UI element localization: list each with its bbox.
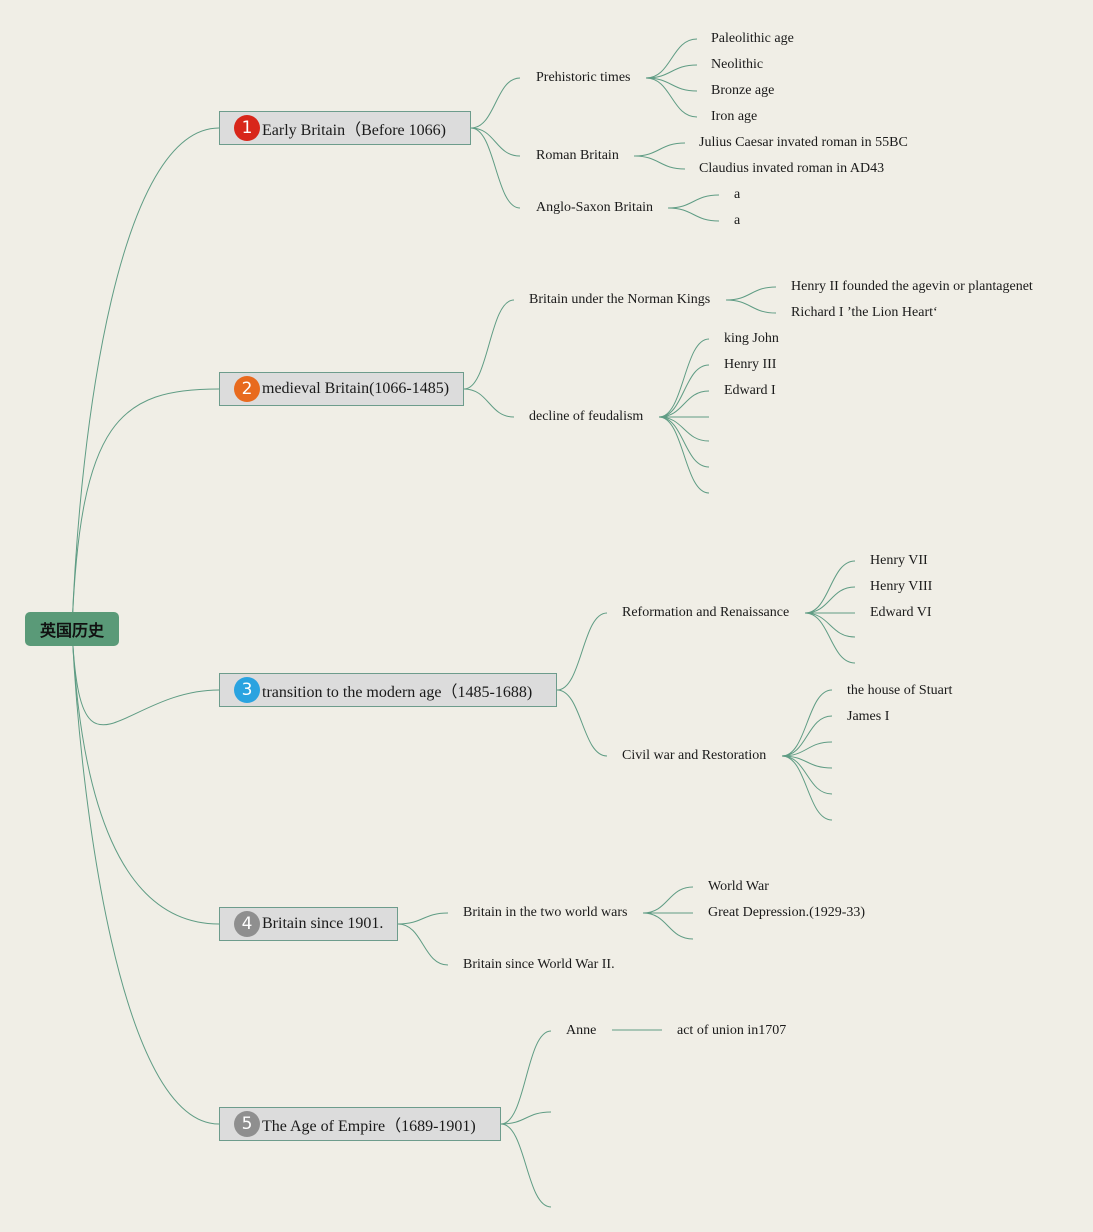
number-badge-icon: 2	[234, 376, 260, 402]
subtopic-roman-britain[interactable]: Roman Britain	[536, 148, 619, 163]
branch-connector-line	[463, 388, 515, 418]
leaf-connector-line	[781, 715, 833, 757]
branch-medieval-britain[interactable]: 2 medieval Britain(1066-1485)	[219, 372, 464, 406]
leaf-connector-line	[658, 390, 710, 418]
leaf-connector-line	[781, 689, 833, 757]
leaf-great-depression[interactable]: Great Depression.(1929-33)	[708, 905, 866, 920]
leaf-neolithic[interactable]: Neolithic	[711, 57, 764, 72]
branch-connector-line	[397, 923, 449, 966]
branch-label: Britain since 1901.	[262, 915, 384, 932]
number-badge-icon: 1	[234, 115, 260, 141]
subtopic-anglo-saxon-britain[interactable]: Anglo-Saxon Britain	[536, 200, 654, 215]
branch-label: medieval Britain(1066-1485)	[262, 380, 450, 397]
root-label: 英国历史	[39, 621, 104, 640]
leaf-connector-line	[645, 77, 698, 118]
leaf-a-2[interactable]: a	[734, 213, 741, 228]
leaf-connector-line	[781, 755, 833, 821]
subtopic-norman-kings[interactable]: Britain under the Norman Kings	[529, 292, 711, 307]
subtopic-civil-war-restoration[interactable]: Civil war and Restoration	[622, 748, 767, 763]
leaf-connector-line	[645, 38, 698, 79]
number-badge-icon: 3	[234, 677, 260, 703]
root-connector-line	[71, 127, 220, 630]
branch-connector-line	[470, 77, 521, 129]
leaf-julius-caesar[interactable]: Julius Caesar invated roman in 55BC	[699, 135, 908, 150]
branch-connector-line	[556, 612, 608, 691]
leaf-connector-line	[667, 194, 720, 209]
subtopic-decline-of-feudalism[interactable]: decline of feudalism	[529, 409, 644, 424]
leaf-house-of-stuart[interactable]: the house of Stuart	[847, 683, 953, 698]
root-connector-line	[71, 628, 220, 726]
subtopic-since-ww2[interactable]: Britain since World War II.	[463, 957, 615, 972]
leaf-connector-line	[645, 64, 698, 79]
leaf-connector-line	[725, 299, 777, 314]
branch-label: transition to the modern age（1485-1688)	[262, 684, 533, 701]
branch-early-britain[interactable]: 1 Early Britain（Before 1066)	[219, 111, 471, 145]
leaf-bronze-age[interactable]: Bronze age	[711, 83, 775, 98]
leaf-iron-age[interactable]: Iron age	[711, 109, 758, 124]
leaf-claudius[interactable]: Claudius invated roman in AD43	[699, 161, 885, 176]
branch-connector-line	[463, 299, 515, 390]
leaf-connector-line	[658, 416, 710, 494]
leaf-paleolithic-age[interactable]: Paleolithic age	[711, 31, 794, 46]
leaf-connector-line	[658, 364, 710, 418]
branch-transition-modern-age[interactable]: 3 transition to the modern age（1485-1688…	[219, 673, 557, 707]
leaf-act-of-union[interactable]: act of union in1707	[677, 1023, 787, 1038]
leaf-world-war[interactable]: World War	[708, 879, 769, 894]
root-connector-line	[71, 388, 220, 630]
leaf-connector-line	[645, 77, 698, 92]
leaf-connector-line	[642, 912, 694, 940]
leaf-james-i[interactable]: James I	[847, 709, 890, 724]
branch-connector-line	[470, 127, 521, 157]
leaf-connector-line	[781, 741, 833, 757]
leaf-connector-line	[633, 155, 686, 170]
branch-age-of-empire[interactable]: 5 The Age of Empire（1689-1901)	[219, 1107, 501, 1141]
leaf-richard-i[interactable]: Richard I ’the Lion Heart‘	[791, 305, 938, 320]
leaf-a-1[interactable]: a	[734, 187, 741, 202]
leaf-henry-iii[interactable]: Henry III	[724, 357, 777, 372]
branch-connector-line	[470, 127, 521, 209]
leaf-edward-vi[interactable]: Edward VI	[870, 605, 932, 620]
leaf-connector-line	[658, 416, 710, 442]
root-connector-line	[71, 628, 220, 1125]
leaf-king-john[interactable]: king John	[724, 331, 779, 346]
branch-label: The Age of Empire（1689-1901)	[262, 1118, 476, 1135]
leaf-connector-line	[725, 286, 777, 301]
branch-britain-since-1901[interactable]: 4 Britain since 1901.	[219, 907, 398, 941]
branch-connector-line	[556, 689, 608, 757]
leaf-connector-line	[804, 612, 856, 638]
branch-connector-line	[397, 912, 449, 925]
branch-connector-line	[500, 1030, 552, 1125]
leaf-connector-line	[658, 416, 710, 468]
leaf-henry-vii[interactable]: Henry VII	[870, 553, 928, 568]
leaf-connector-line	[658, 338, 710, 418]
leaf-connector-line	[804, 560, 856, 614]
leaf-henry-viii[interactable]: Henry VIII	[870, 579, 933, 594]
branch-label: Early Britain（Before 1066)	[262, 122, 446, 139]
leaf-connector-line	[781, 755, 833, 795]
branch-connector-line	[500, 1123, 552, 1208]
leaf-connector-line	[633, 142, 686, 157]
root-connector-line	[71, 628, 220, 925]
branch-connector-line	[500, 1111, 552, 1125]
leaf-henry-ii[interactable]: Henry II founded the agevin or plantagen…	[791, 279, 1033, 294]
leaf-connector-line	[804, 586, 856, 614]
leaf-connector-line	[667, 207, 720, 222]
number-badge-icon: 5	[234, 1111, 260, 1137]
subtopic-two-world-wars[interactable]: Britain in the two world wars	[463, 905, 628, 920]
leaf-connector-line	[804, 612, 856, 664]
root-topic[interactable]: 英国历史	[25, 612, 119, 646]
subtopic-anne[interactable]: Anne	[566, 1023, 597, 1038]
subtopic-prehistoric-times[interactable]: Prehistoric times	[536, 70, 631, 85]
leaf-connector-line	[642, 886, 694, 914]
leaf-edward-i[interactable]: Edward I	[724, 383, 776, 398]
number-badge-icon: 4	[234, 911, 260, 937]
subtopic-reformation-renaissance[interactable]: Reformation and Renaissance	[622, 605, 790, 620]
